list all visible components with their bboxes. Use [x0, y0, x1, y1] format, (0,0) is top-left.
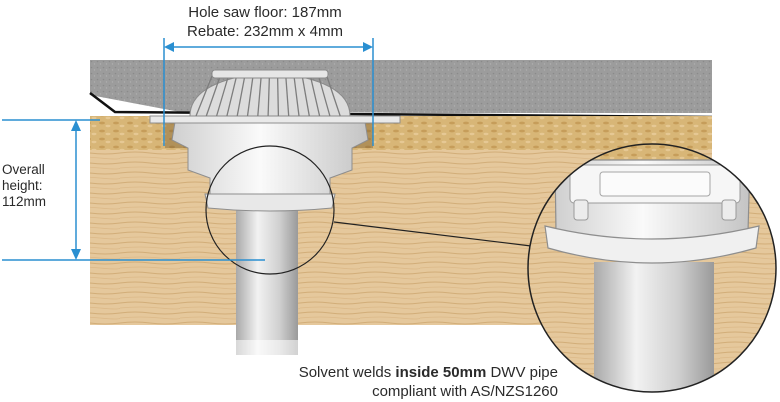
grate-rib [257, 75, 262, 117]
concrete-layer [90, 60, 712, 113]
note-emphasis: inside 50mm [395, 364, 487, 381]
detail-circle-large [527, 143, 777, 393]
rebate-text: Rebate: 232mm x 4mm [187, 23, 343, 40]
grate-rib [267, 75, 271, 117]
drain-flange [149, 115, 401, 124]
detail-leader-line [333, 221, 532, 247]
hole-saw-text: Hole saw floor: 187mm [188, 4, 342, 21]
grate-rib [285, 75, 290, 117]
note-suffix: DWV pipe [486, 364, 558, 381]
dwv-pipe [236, 205, 298, 355]
note-line-1: Solvent welds inside 50mm DWV pipe [240, 363, 558, 382]
detail-circle-small [205, 145, 335, 275]
note-line-2: compliant with AS/NZS1260 [372, 383, 558, 400]
overall-line-1: Overall [2, 162, 45, 177]
overall-line-3: 112mm [2, 194, 47, 209]
grate-rib [301, 75, 310, 117]
rebate-dimension [163, 38, 374, 146]
dome-grate [189, 69, 351, 117]
grate-rib [326, 75, 341, 117]
overall-line-2: height: [2, 178, 43, 193]
grate-rib [236, 75, 246, 117]
solvent-weld-note: Solvent welds inside 50mm DWV pipe compl… [240, 363, 558, 401]
grate-rib [317, 75, 331, 117]
grate-rib [246, 75, 254, 117]
grate-rib [205, 75, 221, 117]
rebate-dimension-label: Hole saw floor: 187mm Rebate: 232mm x 4m… [150, 3, 380, 41]
grate-rib [293, 75, 300, 117]
magnified-detail [528, 144, 776, 392]
grate-rib [309, 75, 321, 117]
grate-rib [226, 75, 238, 117]
note-prefix: Solvent welds [298, 364, 396, 381]
pipe-end-shade [236, 340, 298, 355]
grate-rib [215, 75, 230, 117]
drain-collar [204, 193, 336, 212]
grate-rib [195, 75, 213, 117]
membrane-line [89, 92, 713, 119]
overall-height-label: Overall height: 112mm [2, 162, 64, 210]
overall-height-dimension [2, 119, 265, 261]
grate-rib [276, 75, 280, 117]
